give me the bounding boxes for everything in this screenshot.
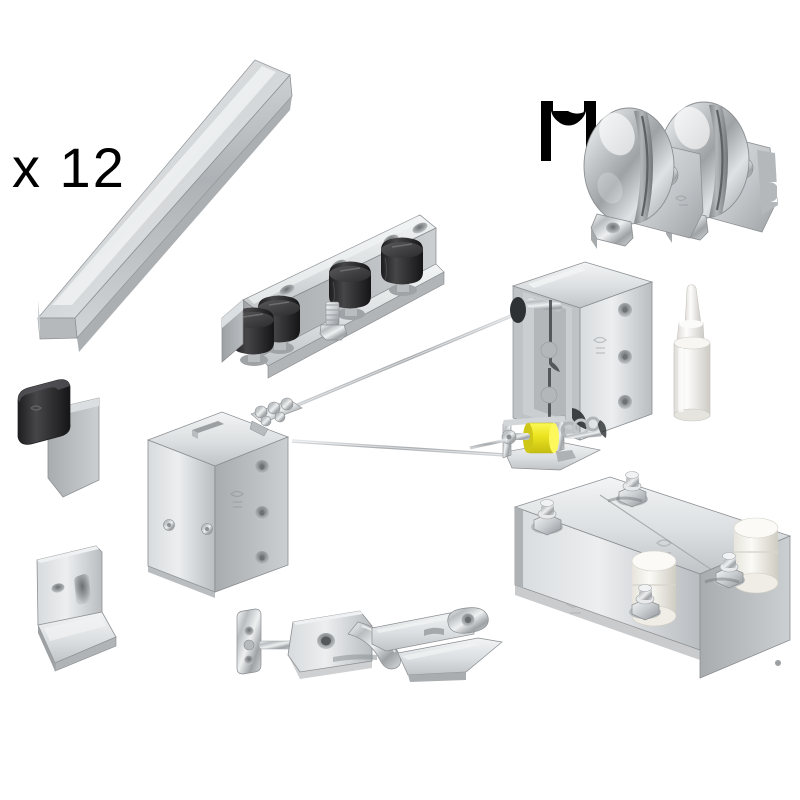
rubber-end-stop <box>17 379 100 498</box>
nylon-guide-bracket <box>513 471 792 679</box>
latch-catch-mechanism <box>236 607 503 682</box>
cable-clamp <box>249 397 303 437</box>
roller-carriage <box>221 214 445 379</box>
carriage-roller <box>329 261 371 320</box>
lubricant-bottle <box>673 284 711 422</box>
hex-bolt <box>531 499 563 536</box>
hex-bolt <box>607 471 648 508</box>
cable-tensioner-box <box>469 261 654 471</box>
u-groove-wheel-pair <box>583 101 779 249</box>
z-profile-rail <box>37 59 293 352</box>
carriage-roller <box>381 237 423 296</box>
steel-cable-pair <box>280 304 536 457</box>
u-groove-profile-icon <box>541 101 596 161</box>
cable-pulley-box <box>146 397 303 598</box>
hex-bolt <box>629 584 661 621</box>
u-groove-wheel-front <box>583 107 704 249</box>
hex-bolt <box>704 552 745 589</box>
l-mounting-bracket <box>36 545 117 672</box>
adjustment-screw <box>319 301 348 341</box>
tension-adjuster <box>469 414 607 471</box>
quantity-label: x 12 <box>12 136 126 199</box>
